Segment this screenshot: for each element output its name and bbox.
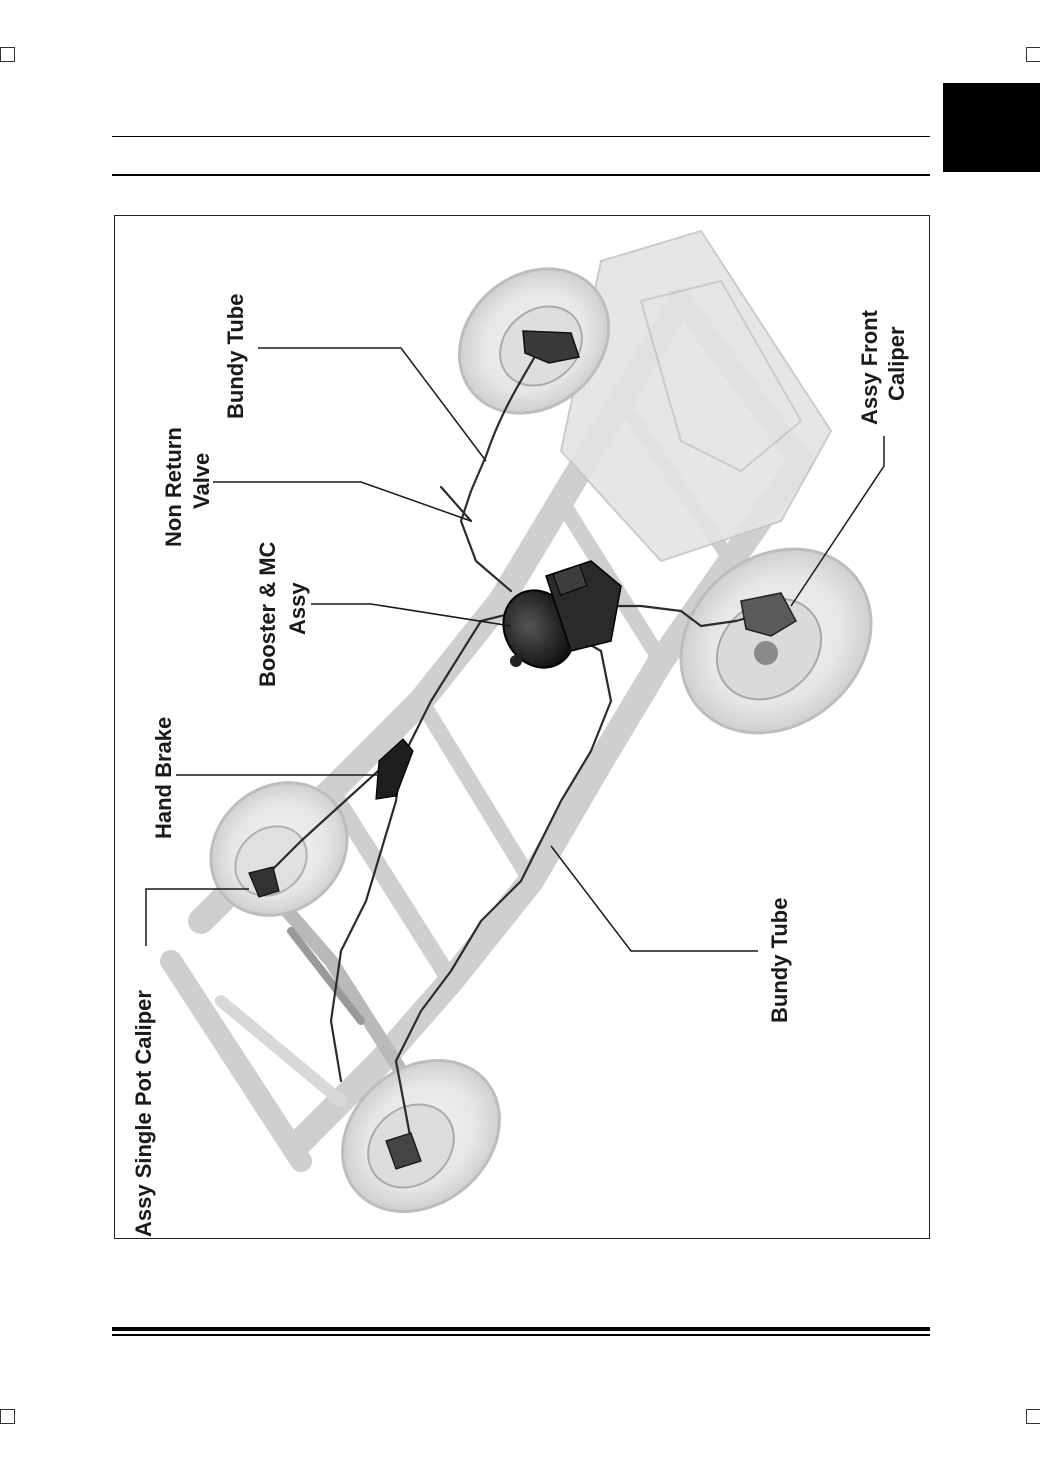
rear-caliper-right [385,1132,422,1170]
label-non-return-line1: Non Return [161,427,186,547]
footer-rule-thick [112,1327,930,1331]
leader-lines [145,347,885,952]
figure-frame: Assy Single Pot Caliper Hand Brake Boost… [114,215,930,1239]
label-non-return-line2: Valve [189,453,214,509]
crop-mark-top-left [0,47,15,62]
label-booster-mc-line2: Assy [285,582,310,635]
label-bundy-tube-top: Bundy Tube [223,294,248,419]
front-caliper-right [740,592,797,637]
wheel-rear-right [341,1059,501,1213]
crop-mark-top-right [1026,47,1040,62]
section-tab [943,83,1040,172]
header-rule-bottom [112,174,930,176]
label-assy-front-caliper-line1: Assy Front [857,309,882,425]
footer-rule-thin [112,1334,930,1336]
label-assy-single-pot-caliper: Assy Single Pot Caliper [131,990,156,1237]
label-assy-front-caliper-line2: Caliper [884,326,909,401]
hand-brake-lever [375,738,414,800]
rear-single-pot-caliper [248,866,280,898]
label-hand-brake: Hand Brake [151,717,176,839]
crop-mark-bottom-left [0,1409,15,1424]
label-booster-mc-line1: Booster & MC [255,541,280,687]
front-subframe [559,229,833,563]
label-bundy-tube-bottom: Bundy Tube [767,898,792,1023]
header-rule-top [112,136,930,137]
wheel-front-right [679,547,873,735]
booster-mc-assembly [502,560,622,669]
front-caliper-left [522,330,580,364]
crop-mark-bottom-right [1026,1409,1040,1424]
brake-lines [269,344,773,1143]
wheel-rear-left [209,781,349,917]
brake-system-diagram: Assy Single Pot Caliper Hand Brake Boost… [131,229,909,1237]
